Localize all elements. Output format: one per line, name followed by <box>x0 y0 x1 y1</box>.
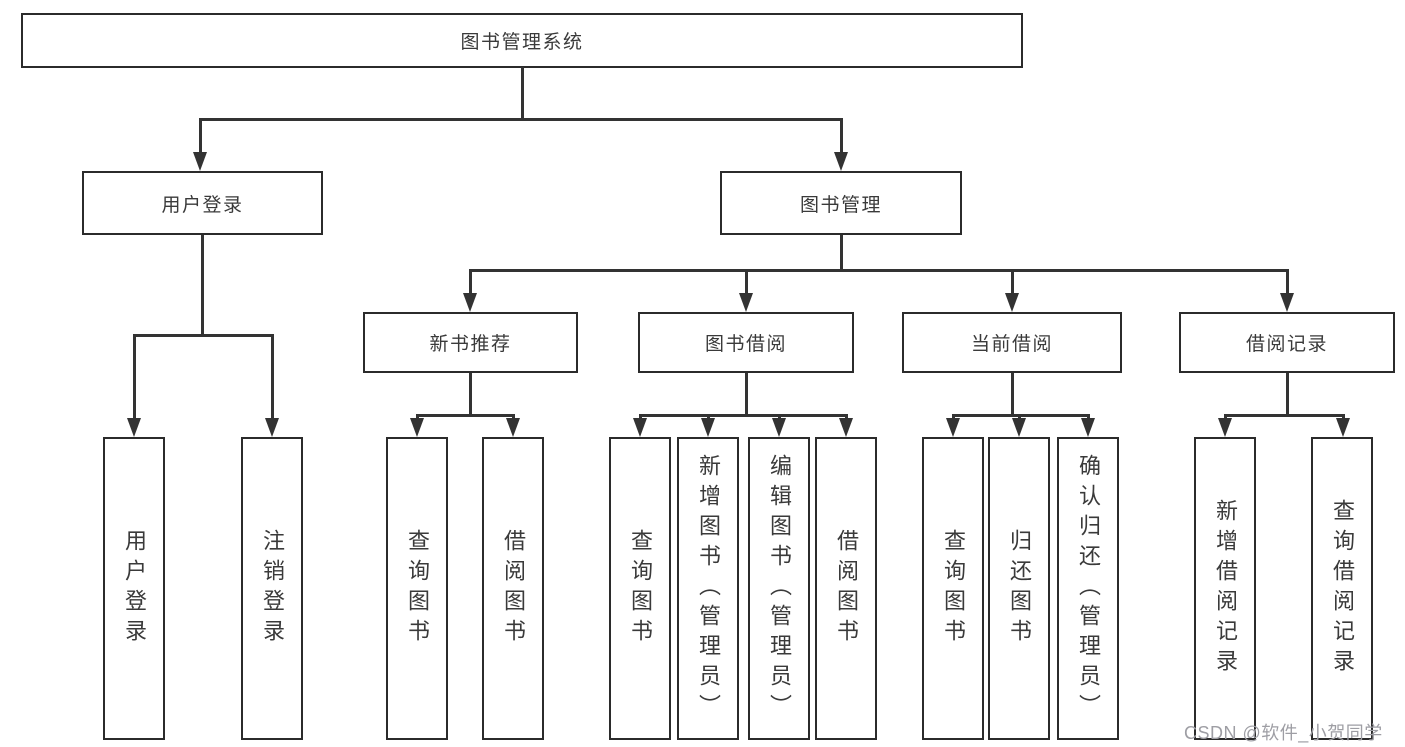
node-borrowing-records: 借阅记录 <box>1179 312 1395 373</box>
node-current-borrowing: 当前借阅 <box>902 312 1122 373</box>
connector-line <box>845 414 848 420</box>
node-new-book-recommendation: 新书推荐 <box>363 312 578 373</box>
node-label: 图书管理 <box>799 194 882 216</box>
arrow-down-icon <box>265 418 279 437</box>
leaf-query-books-borrowing: 查询图书 <box>609 437 671 740</box>
node-book-management: 图书管理 <box>720 171 962 235</box>
arrow-down-icon <box>839 418 853 437</box>
arrow-down-icon <box>1218 418 1232 437</box>
arrow-down-icon <box>1336 418 1350 437</box>
arrow-down-icon <box>834 152 848 171</box>
arrow-down-icon <box>1081 418 1095 437</box>
connector-line <box>952 414 1089 417</box>
connector-line <box>512 414 515 420</box>
leaf-label: 编辑图书（管理员） <box>767 453 792 724</box>
arrow-down-icon <box>193 152 207 171</box>
leaf-return-books: 归还图书 <box>988 437 1050 740</box>
leaf-query-books-recommend: 查询图书 <box>386 437 448 740</box>
node-label: 图书借阅 <box>704 334 787 355</box>
connector-line <box>952 414 955 420</box>
node-label: 用户登录 <box>161 194 244 216</box>
connector-line <box>745 269 748 294</box>
leaf-label: 查询图书 <box>941 528 966 649</box>
leaf-label: 查询图书 <box>628 528 653 649</box>
connector-line <box>271 334 274 419</box>
connector-line <box>1286 269 1289 294</box>
arrow-down-icon <box>1012 418 1026 437</box>
leaf-label: 借阅图书 <box>834 528 859 649</box>
connector-line <box>1011 373 1014 416</box>
leaf-query-books-current: 查询图书 <box>922 437 984 740</box>
connector-line <box>199 118 843 121</box>
connector-line <box>521 67 524 120</box>
leaf-label: 查询图书 <box>405 528 430 649</box>
arrow-down-icon <box>463 293 477 312</box>
arrow-down-icon <box>1005 293 1019 312</box>
node-book-borrowing: 图书借阅 <box>638 312 854 373</box>
arrow-down-icon <box>633 418 647 437</box>
leaf-label: 归还图书 <box>1007 528 1032 649</box>
connector-line <box>1018 414 1021 420</box>
leaf-add-books-admin: 新增图书（管理员） <box>677 437 739 740</box>
connector-line <box>840 118 843 153</box>
connector-line <box>1286 373 1289 416</box>
connector-line <box>707 414 710 420</box>
leaf-query-borrow-record: 查询借阅记录 <box>1311 437 1373 740</box>
connector-line <box>1224 414 1343 417</box>
arrow-down-icon <box>1280 293 1294 312</box>
leaf-label: 注销登录 <box>260 528 285 649</box>
connector-line <box>416 414 419 420</box>
connector-line <box>778 414 781 420</box>
connector-line <box>1011 269 1014 294</box>
arrow-down-icon <box>701 418 715 437</box>
node-label: 借阅记录 <box>1245 334 1328 355</box>
arrow-down-icon <box>946 418 960 437</box>
leaf-confirm-return-admin: 确认归还（管理员） <box>1057 437 1119 740</box>
node-library-management-system: 图书管理系统 <box>21 13 1023 68</box>
connector-line <box>1224 414 1227 420</box>
connector-line <box>639 414 847 417</box>
leaf-user-login: 用户登录 <box>103 437 165 740</box>
leaf-label: 确认归还（管理员） <box>1076 453 1101 724</box>
arrow-down-icon <box>410 418 424 437</box>
connector-line <box>840 235 843 271</box>
leaf-borrow-books: 借阅图书 <box>815 437 877 740</box>
arrow-down-icon <box>127 418 141 437</box>
connector-line <box>745 373 748 416</box>
leaf-label: 查询借阅记录 <box>1330 498 1355 679</box>
node-label: 当前借阅 <box>970 334 1053 355</box>
connector-line <box>416 414 515 417</box>
leaf-borrow-books-recommend: 借阅图书 <box>482 437 544 740</box>
connector-line <box>201 235 204 336</box>
connector-line <box>133 334 136 419</box>
leaf-label: 用户登录 <box>122 528 147 649</box>
leaf-label: 新增图书（管理员） <box>696 453 721 724</box>
connector-line <box>1087 414 1090 420</box>
connector-line <box>469 269 472 294</box>
connector-line <box>469 373 472 416</box>
connector-line <box>133 334 273 337</box>
root-label: 图书管理系统 <box>460 32 584 53</box>
leaf-label: 借阅图书 <box>501 528 526 649</box>
connector-line <box>639 414 642 420</box>
watermark-text: CSDN @软件_小贺同学 <box>1184 723 1383 743</box>
node-user-login: 用户登录 <box>82 171 323 235</box>
leaf-logout: 注销登录 <box>241 437 303 740</box>
connector-line <box>199 118 202 153</box>
arrow-down-icon <box>739 293 753 312</box>
node-label: 新书推荐 <box>429 334 512 355</box>
connector-line <box>469 269 1288 272</box>
leaf-edit-books-admin: 编辑图书（管理员） <box>748 437 810 740</box>
arrow-down-icon <box>506 418 520 437</box>
connector-line <box>1342 414 1345 420</box>
arrow-down-icon <box>772 418 786 437</box>
leaf-label: 新增借阅记录 <box>1213 498 1238 679</box>
leaf-add-borrow-record: 新增借阅记录 <box>1194 437 1256 740</box>
